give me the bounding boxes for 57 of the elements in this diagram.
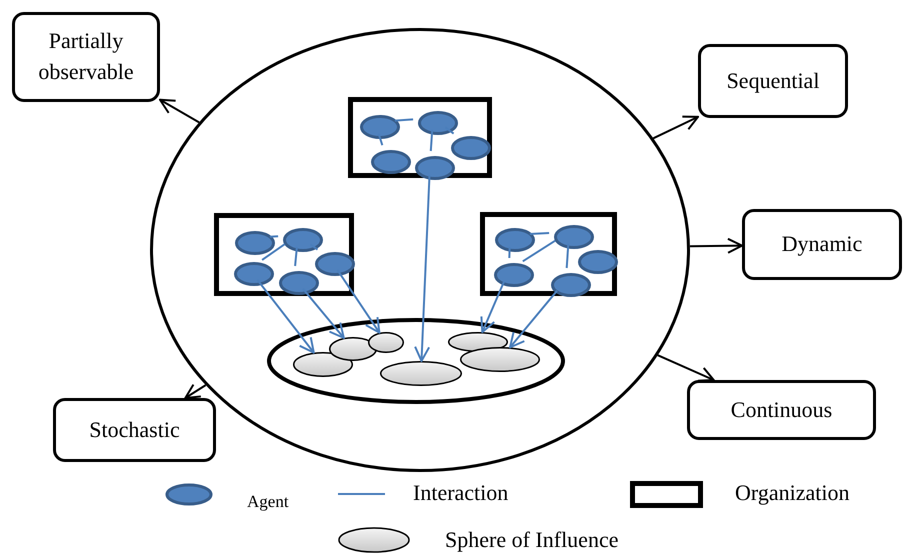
interaction-line — [310, 244, 318, 250]
agent-ellipse — [451, 136, 491, 160]
agent-ellipse — [415, 156, 455, 180]
property-box: Partially observable — [12, 12, 160, 102]
agent-ellipse — [279, 271, 319, 295]
arrow — [302, 288, 345, 339]
arrow — [652, 116, 699, 140]
interaction-line — [508, 246, 511, 258]
organization-box — [348, 97, 492, 178]
agent-ellipse — [578, 250, 618, 274]
interaction-line — [294, 246, 298, 266]
influence-ellipse — [460, 347, 540, 372]
property-box: Dynamic — [742, 209, 902, 280]
influence-ellipse — [380, 361, 462, 386]
interaction-line — [430, 130, 434, 152]
property-box: Continuous — [687, 380, 876, 440]
interaction-line — [394, 118, 414, 122]
arrow — [159, 98, 200, 124]
property-box: Sequential — [698, 44, 848, 118]
arrow — [256, 279, 315, 354]
agent-ellipse — [495, 228, 535, 252]
interaction-line — [270, 235, 278, 238]
interaction-line — [262, 243, 286, 261]
influence-ellipse — [448, 332, 508, 352]
legend-label: Agent — [247, 492, 289, 512]
arrow — [480, 281, 505, 334]
arrow — [509, 290, 558, 348]
agent-ellipse — [234, 262, 274, 286]
agent-ellipse — [235, 231, 275, 255]
influence-ellipse — [293, 352, 353, 377]
legend-label: Organization — [735, 480, 850, 506]
agent-ellipse — [551, 273, 591, 297]
arrow — [184, 384, 206, 399]
arrow — [414, 174, 430, 362]
influence-ellipse — [368, 332, 404, 353]
interaction-line — [378, 134, 384, 146]
arrow — [690, 238, 743, 254]
legend-label: Sphere of Influence — [445, 527, 618, 553]
influence-ellipse — [329, 337, 377, 361]
agent-ellipse — [315, 252, 355, 276]
organization-box — [214, 213, 354, 296]
organization-box — [480, 212, 617, 296]
agent-ellipse — [418, 111, 458, 135]
environment-zone-ellipse — [267, 318, 565, 404]
arrow — [336, 270, 380, 334]
interaction-line — [530, 232, 550, 235]
agent-ellipse — [371, 150, 411, 174]
agent-ellipse — [283, 228, 323, 252]
interaction-line — [522, 240, 556, 262]
agent-ellipse — [360, 115, 400, 139]
property-box: Stochastic — [53, 398, 216, 462]
interaction-line — [444, 126, 454, 134]
agent-ellipse — [554, 225, 594, 249]
legend-label: Interaction — [413, 480, 508, 506]
interaction-line — [566, 244, 570, 268]
arrow — [657, 354, 715, 382]
agent-ellipse — [494, 263, 534, 287]
